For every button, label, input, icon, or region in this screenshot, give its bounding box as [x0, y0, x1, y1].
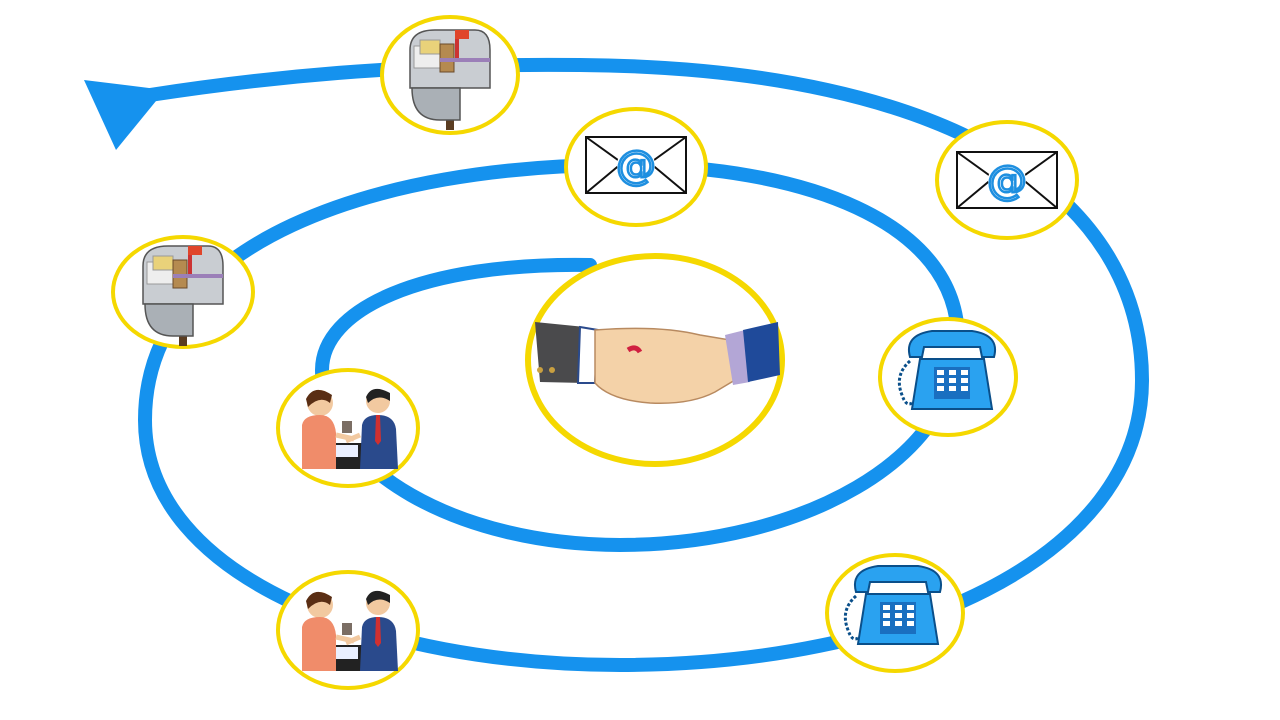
phone-node-inner [878, 317, 1018, 437]
arrowhead-icon [84, 80, 165, 150]
email-node-inner [564, 107, 708, 227]
phone-node-outer [825, 553, 965, 673]
meeting-node-inner [276, 368, 420, 488]
handshake-node [525, 253, 785, 467]
mailbox-node-outer [380, 15, 520, 135]
handshake-icon [535, 322, 780, 405]
email-envelope-icon [955, 150, 1059, 210]
meeting-node-outer [276, 570, 420, 690]
email-envelope-icon [584, 135, 688, 195]
mailbox-node-middle [111, 235, 255, 349]
email-node-outer [935, 120, 1079, 240]
